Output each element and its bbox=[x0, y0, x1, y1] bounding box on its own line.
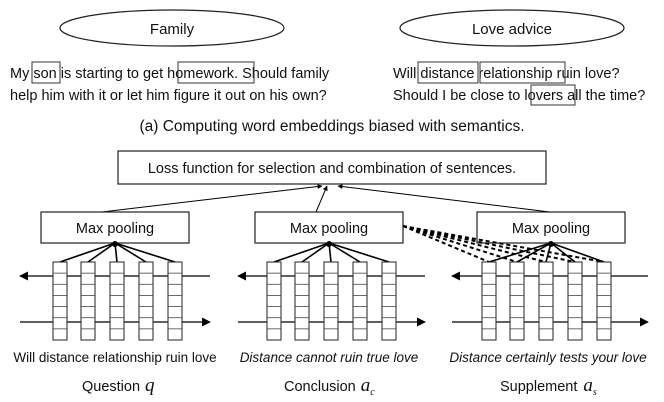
love-title: Love advice bbox=[472, 21, 552, 38]
question-pool-link-3 bbox=[114, 242, 147, 263]
question-cell-0 bbox=[52, 261, 68, 341]
sentence-conclusion: Distance cannot ruin true love bbox=[240, 350, 419, 365]
supplement-cell-4 bbox=[596, 261, 612, 341]
dashed-connections bbox=[402, 225, 605, 263]
box-homework bbox=[177, 61, 255, 84]
pool-box-question bbox=[40, 211, 190, 244]
pool-box-supplement bbox=[476, 211, 626, 244]
question-pool-node bbox=[112, 241, 118, 247]
conclusion-pool-node bbox=[326, 241, 332, 247]
supplement-cell-3 bbox=[567, 261, 583, 341]
pool-label-question: Max pooling bbox=[76, 221, 154, 237]
sentence-question: Will distance relationship ruin love bbox=[13, 350, 216, 365]
conclusion-pool-link-3 bbox=[328, 242, 361, 263]
conclusion-pool-link-1 bbox=[301, 242, 330, 263]
box-relationship bbox=[479, 61, 566, 84]
word-homework: homework bbox=[167, 66, 235, 82]
question-cell-4 bbox=[167, 261, 183, 341]
conclusion-cell-1 bbox=[294, 261, 310, 341]
conclusion-pool-link-0 bbox=[273, 242, 330, 263]
sentence-supplement: Distance certainly tests your love bbox=[449, 350, 646, 365]
conclusion-cell-0 bbox=[266, 261, 282, 341]
question-cell-2 bbox=[109, 261, 125, 341]
question-pool-link-0 bbox=[59, 242, 116, 263]
loss-box bbox=[117, 150, 547, 185]
word-son: son bbox=[33, 66, 56, 82]
love-line2: Should I be close to lovers all the time… bbox=[393, 88, 645, 104]
arrow-q-to-loss bbox=[101, 184, 323, 213]
question-pool-link-1 bbox=[87, 242, 116, 263]
pool-label-conclusion: Max pooling bbox=[290, 221, 368, 237]
supplement-pool-node bbox=[548, 241, 554, 247]
arrow-c-to-loss bbox=[315, 185, 328, 213]
love-line1: Will distance relationship ruin love? bbox=[393, 66, 620, 82]
caption-a: (a) Computing word embeddings biased wit… bbox=[139, 118, 524, 135]
word-distance: distance bbox=[420, 66, 474, 82]
supplement-cell-1 bbox=[509, 261, 525, 341]
family-line2: help him with it or let him figure it ou… bbox=[10, 88, 327, 104]
supplement-pool-link-3 bbox=[550, 242, 576, 263]
loss-text: Loss function for selection and combinat… bbox=[148, 161, 516, 177]
box-lovers bbox=[530, 84, 576, 106]
family-title: Family bbox=[150, 21, 195, 38]
conclusion-pool-link-4 bbox=[328, 242, 390, 263]
question-pool-link-4 bbox=[114, 242, 176, 263]
supplement-pool-link-4 bbox=[550, 242, 605, 263]
arrow-s-to-loss bbox=[337, 184, 551, 213]
word-relationship: relationship bbox=[478, 66, 552, 82]
supplement-cell-0 bbox=[481, 261, 497, 341]
box-son bbox=[31, 61, 61, 84]
supplement-cell-2 bbox=[538, 261, 554, 341]
family-ellipse bbox=[59, 9, 285, 47]
love-ellipse bbox=[399, 9, 625, 47]
question-cell-1 bbox=[80, 261, 96, 341]
conclusion-cell-2 bbox=[323, 261, 339, 341]
conclusion-cell-4 bbox=[381, 261, 397, 341]
pool-label-supplement: Max pooling bbox=[512, 221, 590, 237]
family-line1: My son is starting to get homework. Shou… bbox=[10, 66, 330, 82]
conclusion-cell-3 bbox=[352, 261, 368, 341]
question-cell-3 bbox=[138, 261, 154, 341]
supplement-pool-link-1 bbox=[516, 242, 552, 263]
supplement-pool-link-0 bbox=[488, 242, 552, 263]
pool-box-conclusion bbox=[254, 211, 404, 244]
box-distance bbox=[417, 61, 479, 84]
word-lovers: lovers bbox=[524, 88, 563, 104]
